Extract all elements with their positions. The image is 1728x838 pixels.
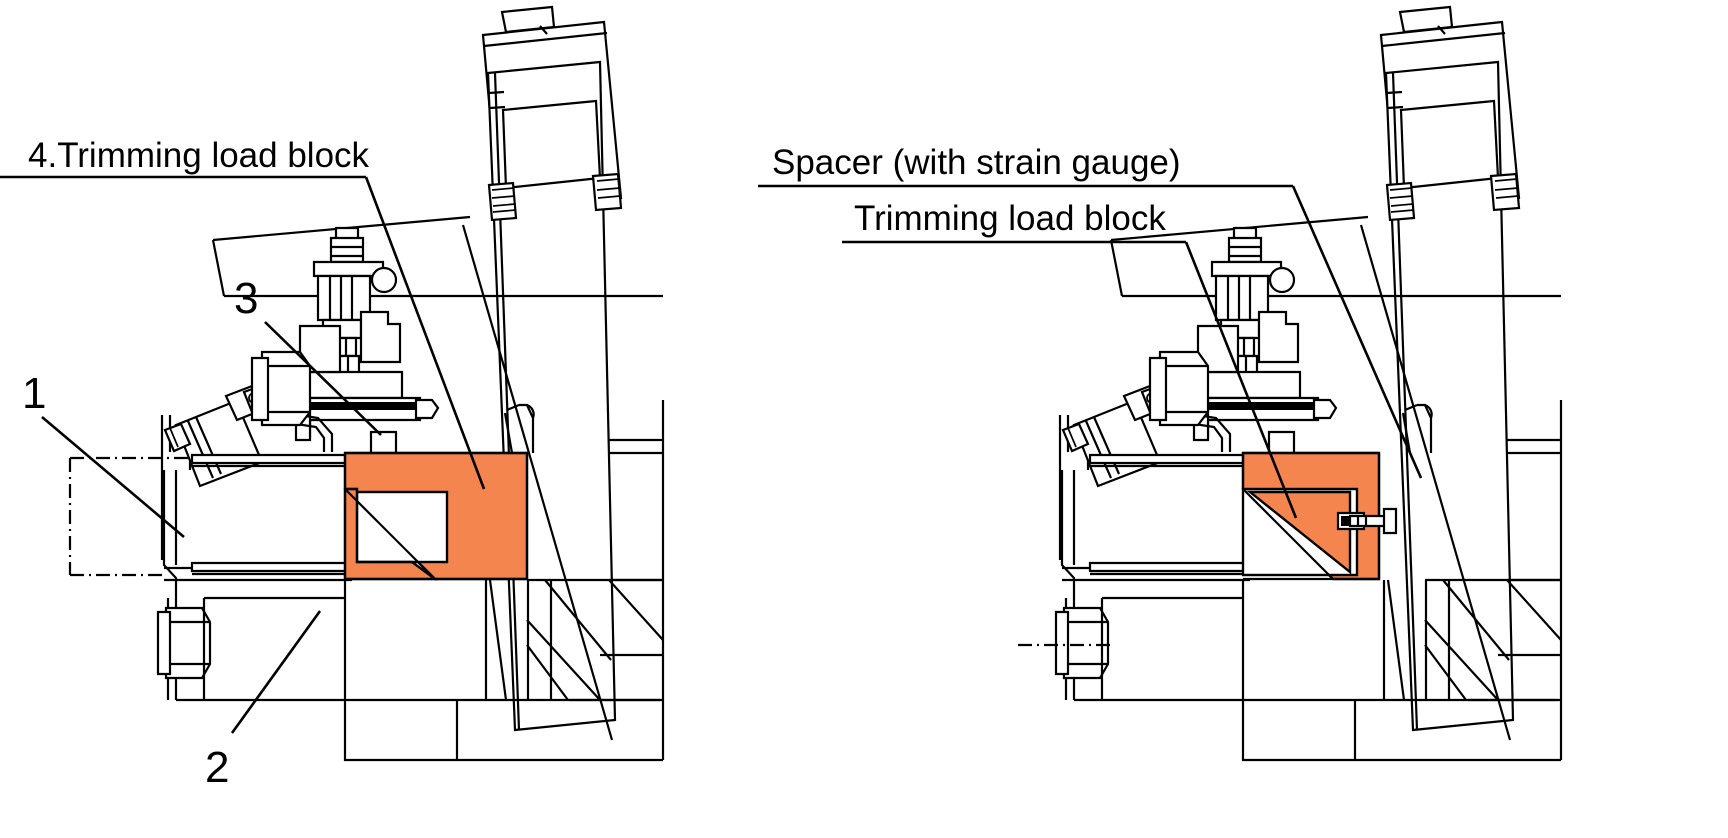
orange-block-left xyxy=(343,451,529,581)
callouts-right: Spacer (with strain gauge) Trimming load… xyxy=(758,143,1423,519)
construction-lines-left xyxy=(68,456,190,577)
label-trimming-text: Trimming load block xyxy=(854,199,1166,238)
leader-label-2 xyxy=(230,610,322,734)
hex-nut-lower-left xyxy=(156,606,212,680)
rail-plate-right xyxy=(1088,453,1260,576)
leader-label-3 xyxy=(264,321,382,436)
label-1-text: 1 xyxy=(22,369,46,418)
through-bolt-right xyxy=(1336,507,1398,535)
actuator-cylinder-right xyxy=(1379,5,1521,732)
leader-label-spacer xyxy=(1291,185,1423,479)
right-panel: Spacer (with strain gauge) Trimming load… xyxy=(758,5,1563,762)
label-3-text: 3 xyxy=(234,274,258,323)
label-2-text: 2 xyxy=(205,743,229,792)
hex-nut-lower-left-right-panel xyxy=(1054,606,1110,680)
spacer-plate xyxy=(1241,487,1359,580)
clamp-bolt-assembly-left xyxy=(294,226,440,442)
leader-label-trimming xyxy=(1184,241,1298,519)
callouts-left: 4.Trimming load block 3 1 2 xyxy=(0,136,486,792)
leader-label-1 xyxy=(41,416,185,538)
label-spacer-text: Spacer (with strain gauge) xyxy=(772,143,1181,182)
leader-label-4 xyxy=(364,176,486,490)
label-4-text: 4.Trimming load block xyxy=(28,136,370,175)
left-panel: 4.Trimming load block 3 1 2 xyxy=(0,5,665,792)
rail-plate-left xyxy=(190,453,362,576)
orange-block-right xyxy=(1241,451,1398,581)
clamp-bolt-assembly-right xyxy=(1192,226,1338,442)
hex-nut-mid-right xyxy=(1148,350,1210,427)
hex-nut-mid-left xyxy=(250,350,312,427)
